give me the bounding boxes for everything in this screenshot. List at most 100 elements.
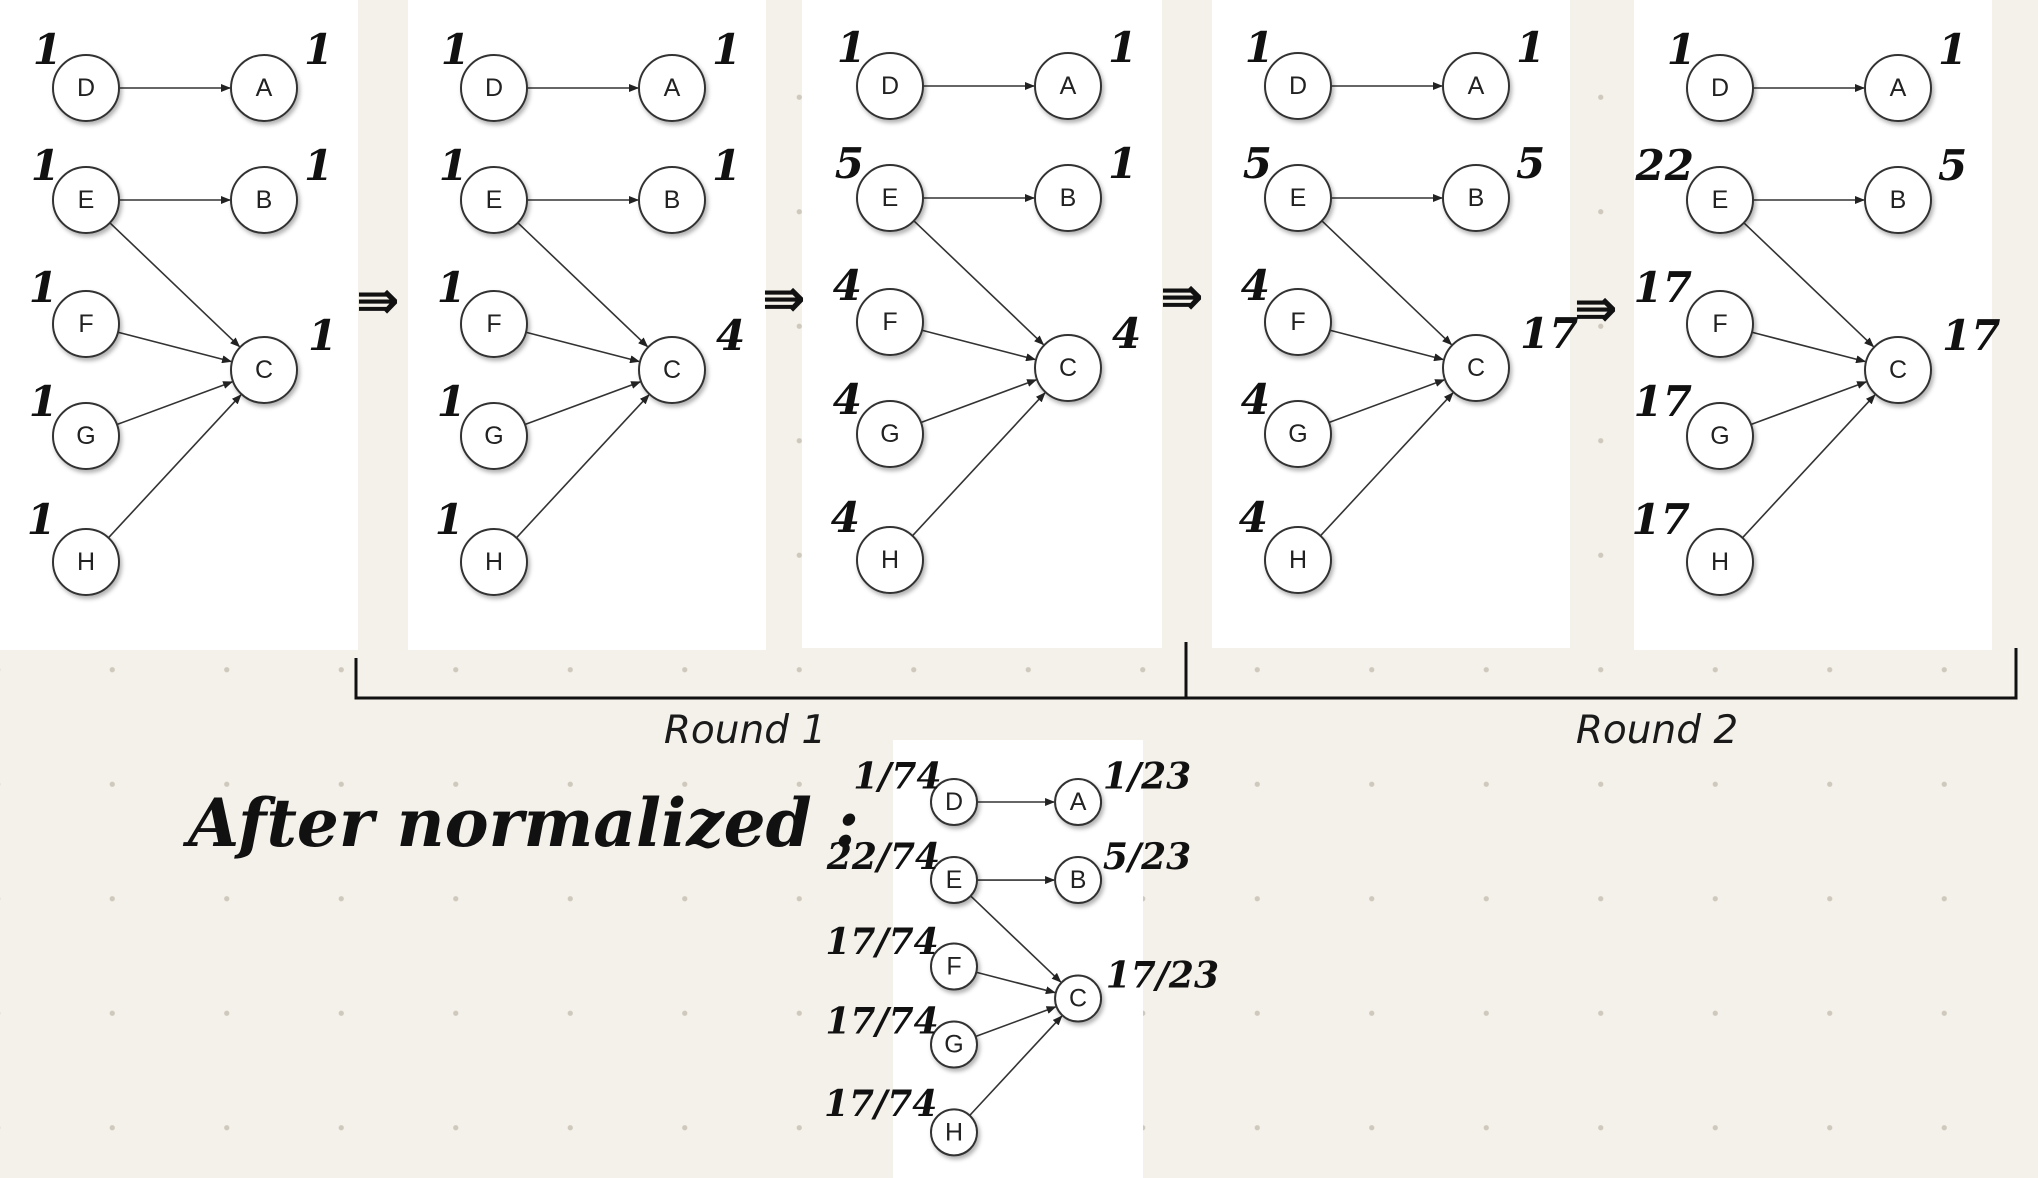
stage-2-edge-e-c	[517, 222, 649, 348]
stage-3-node-h-label: H	[881, 546, 899, 574]
stage-1-node-g-label: G	[76, 422, 95, 450]
stage-1-node-a-label: A	[256, 74, 273, 102]
stage-arrow-4: ⇛	[1574, 279, 1618, 339]
stage-3-score-d: 1	[837, 23, 866, 72]
stage-5-edge-e-c	[1743, 222, 1875, 348]
stage-4-node-d	[1264, 52, 1332, 120]
stage-4-node-c	[1442, 334, 1510, 402]
stage-3-score-f: 4	[833, 261, 862, 310]
stage-4-score-b: 5	[1516, 139, 1545, 188]
stage-1-edge-h-c	[107, 394, 242, 539]
normalized-node-e-label: E	[946, 866, 963, 894]
stage-2-edge-g-c	[524, 381, 642, 426]
stage-1-score-g: 1	[29, 377, 58, 426]
stage-4-score-g: 4	[1241, 375, 1270, 424]
normalized-node-a	[1054, 778, 1103, 826]
stage-5-node-c-label: C	[1889, 356, 1907, 384]
normalized-node-c-label: C	[1069, 985, 1087, 1013]
normalized-score-e: 22/74	[826, 836, 940, 878]
stage-1-score-b: 1	[304, 141, 333, 190]
normalized-score-b: 5/23	[1103, 836, 1191, 878]
stage-1-node-c	[230, 336, 298, 404]
stage-2-node-f-label: F	[486, 310, 501, 338]
stage-2-node-b-label: B	[664, 186, 681, 214]
normalized-node-c	[1054, 974, 1103, 1023]
stage-2-score-a: 1	[712, 25, 741, 74]
stage-1-score-c: 1	[308, 311, 337, 360]
stage-2-score-g: 1	[437, 377, 466, 426]
normalized-score-a: 1/23	[1103, 755, 1191, 797]
stage-5-node-h	[1686, 528, 1754, 596]
stage-4-node-g-label: G	[1288, 420, 1307, 448]
stage-1-node-f-label: F	[78, 310, 93, 338]
stage-2-node-h	[460, 528, 528, 596]
stage-2-node-g	[460, 402, 528, 470]
stage-3-score-b: 1	[1108, 139, 1137, 188]
stage-5-node-g-label: G	[1710, 422, 1729, 450]
stage-5-node-a-label: A	[1890, 74, 1907, 102]
stage-4-node-a	[1442, 52, 1510, 120]
stage-2-score-d: 1	[441, 25, 470, 74]
stage-5-node-b-label: B	[1890, 186, 1907, 214]
stage-4-node-b-label: B	[1468, 184, 1485, 212]
stage-1-node-d	[52, 54, 120, 122]
stage-3-node-h	[856, 526, 924, 594]
stage-5-edge-f-c	[1751, 331, 1867, 364]
normalized-node-h-label: H	[945, 1118, 963, 1146]
stage-3-node-f	[856, 288, 924, 356]
stage-4-node-b	[1442, 164, 1510, 232]
stage-2-node-c	[638, 336, 706, 404]
stage-3-score-a: 1	[1108, 23, 1137, 72]
stage-2-score-f: 1	[437, 263, 466, 312]
stage-1-score-h: 1	[27, 495, 56, 544]
stage-1-node-f	[52, 290, 120, 358]
stage-3-node-a	[1034, 52, 1102, 120]
normalized-edge-f-c	[976, 971, 1056, 995]
stage-4-score-e: 5	[1243, 139, 1272, 188]
round-2-label: Round 2	[1576, 708, 1738, 753]
stage-3-node-d-label: D	[881, 72, 899, 100]
stage-3-node-e	[856, 164, 924, 232]
rounds-bracket	[354, 648, 2018, 700]
normalized-node-b-label: B	[1070, 866, 1087, 894]
stage-5-node-d-label: D	[1711, 74, 1729, 102]
stage-4-node-g	[1264, 400, 1332, 468]
stage-1-score-a: 1	[304, 25, 333, 74]
stage-3-score-e: 5	[835, 139, 864, 188]
stage-1-node-h-label: H	[77, 548, 95, 576]
stage-1-score-f: 1	[29, 263, 58, 312]
stage-1-score-d: 1	[33, 25, 62, 74]
stage-1-node-e-label: E	[78, 186, 95, 214]
normalized-node-d-label: D	[945, 788, 963, 816]
stage-2-node-e	[460, 166, 528, 234]
stage-3-node-a-label: A	[1060, 72, 1077, 100]
stage-4-edge-h-c	[1319, 392, 1454, 537]
stage-5-node-c	[1864, 336, 1932, 404]
stage-3-edge-h-c	[911, 392, 1046, 537]
stage-arrow-2: ⇛	[762, 269, 806, 329]
stage-5-node-e-label: E	[1712, 186, 1729, 214]
stage-4-edge-f-c	[1329, 329, 1445, 362]
stage-1-edge-f-c	[117, 331, 233, 364]
stage-4-node-f-label: F	[1290, 308, 1305, 336]
stage-5-edge-h-c	[1741, 394, 1876, 539]
stage-2-score-h: 1	[435, 495, 464, 544]
stage-5-score-a: 1	[1938, 25, 1967, 74]
normalized-node-d	[930, 778, 978, 826]
stage-1-node-d-label: D	[77, 74, 95, 102]
stage-4-edge-e-c	[1321, 220, 1453, 346]
stage-1-node-a	[230, 54, 298, 122]
stage-4-node-a-label: A	[1468, 72, 1485, 100]
stage-4-node-f	[1264, 288, 1332, 356]
stage-1-node-e	[52, 166, 120, 234]
stage-5-node-f-label: F	[1712, 310, 1727, 338]
normalized-node-b	[1054, 856, 1103, 905]
normalized-score-c: 17/23	[1106, 955, 1219, 997]
normalized-score-g: 17/74	[825, 1001, 938, 1043]
stage-5-score-b: 5	[1938, 141, 1967, 190]
stage-2-node-c-label: C	[663, 356, 681, 384]
stage-arrow-1: ⇛	[356, 271, 400, 331]
stage-1-node-c-label: C	[255, 356, 273, 384]
stage-2-node-g-label: G	[484, 422, 503, 450]
stage-3-node-e-label: E	[882, 184, 899, 212]
